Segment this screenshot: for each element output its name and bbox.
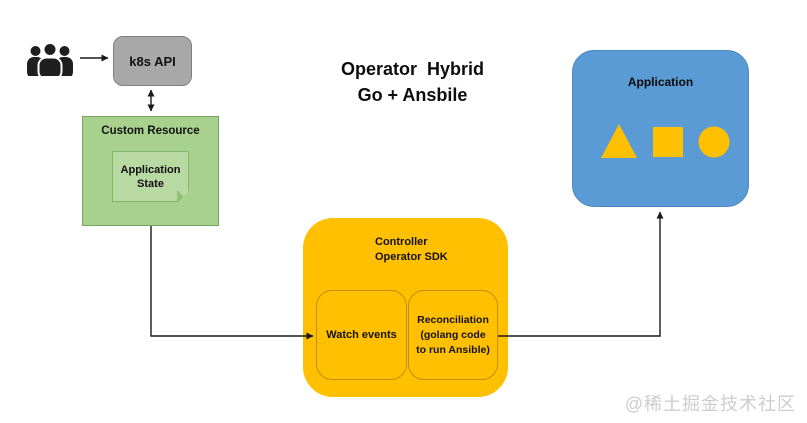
title-line-1: Operator Hybrid <box>340 59 485 79</box>
diagram-title: Operator Hybrid Go + Ansbile <box>310 56 515 108</box>
triangle-icon <box>601 124 637 158</box>
node-watch-events: Watch events <box>316 290 407 380</box>
application-state-note: Application State <box>112 151 189 202</box>
title-line-2: Go + Ansbile <box>357 85 468 105</box>
custom-resource-label: Custom Resource <box>101 125 200 137</box>
edge-reconciliation-to-application <box>498 211 664 337</box>
note-line-1: Application <box>120 163 181 176</box>
controller-line-2: Operator SDK <box>375 251 448 263</box>
circle-icon <box>698 126 730 158</box>
reconciliation-line-3: to run Ansible) <box>416 343 490 356</box>
node-custom-resource: Custom Resource Application State <box>82 116 219 226</box>
controller-line-1: Controller <box>375 236 428 248</box>
note-line-2: State <box>137 177 164 190</box>
node-application: Application <box>572 50 749 207</box>
watch-events-label: Watch events <box>326 328 397 341</box>
users-icon <box>25 42 75 81</box>
k8s-api-label: k8s API <box>129 53 176 69</box>
square-icon <box>653 127 683 157</box>
node-k8s-api: k8s API <box>113 36 192 86</box>
application-shapes <box>601 123 731 161</box>
watermark: @稀土掘金技术社区 <box>624 394 796 414</box>
node-reconciliation: Reconciliation (golang code to run Ansib… <box>408 290 498 380</box>
reconciliation-line-2: (golang code <box>420 328 486 341</box>
reconciliation-line-1: Reconciliation <box>417 313 489 326</box>
controller-label: Controller Operator SDK <box>375 235 448 265</box>
edge-resource-to-watch <box>150 226 314 340</box>
application-label: Application <box>627 75 694 89</box>
